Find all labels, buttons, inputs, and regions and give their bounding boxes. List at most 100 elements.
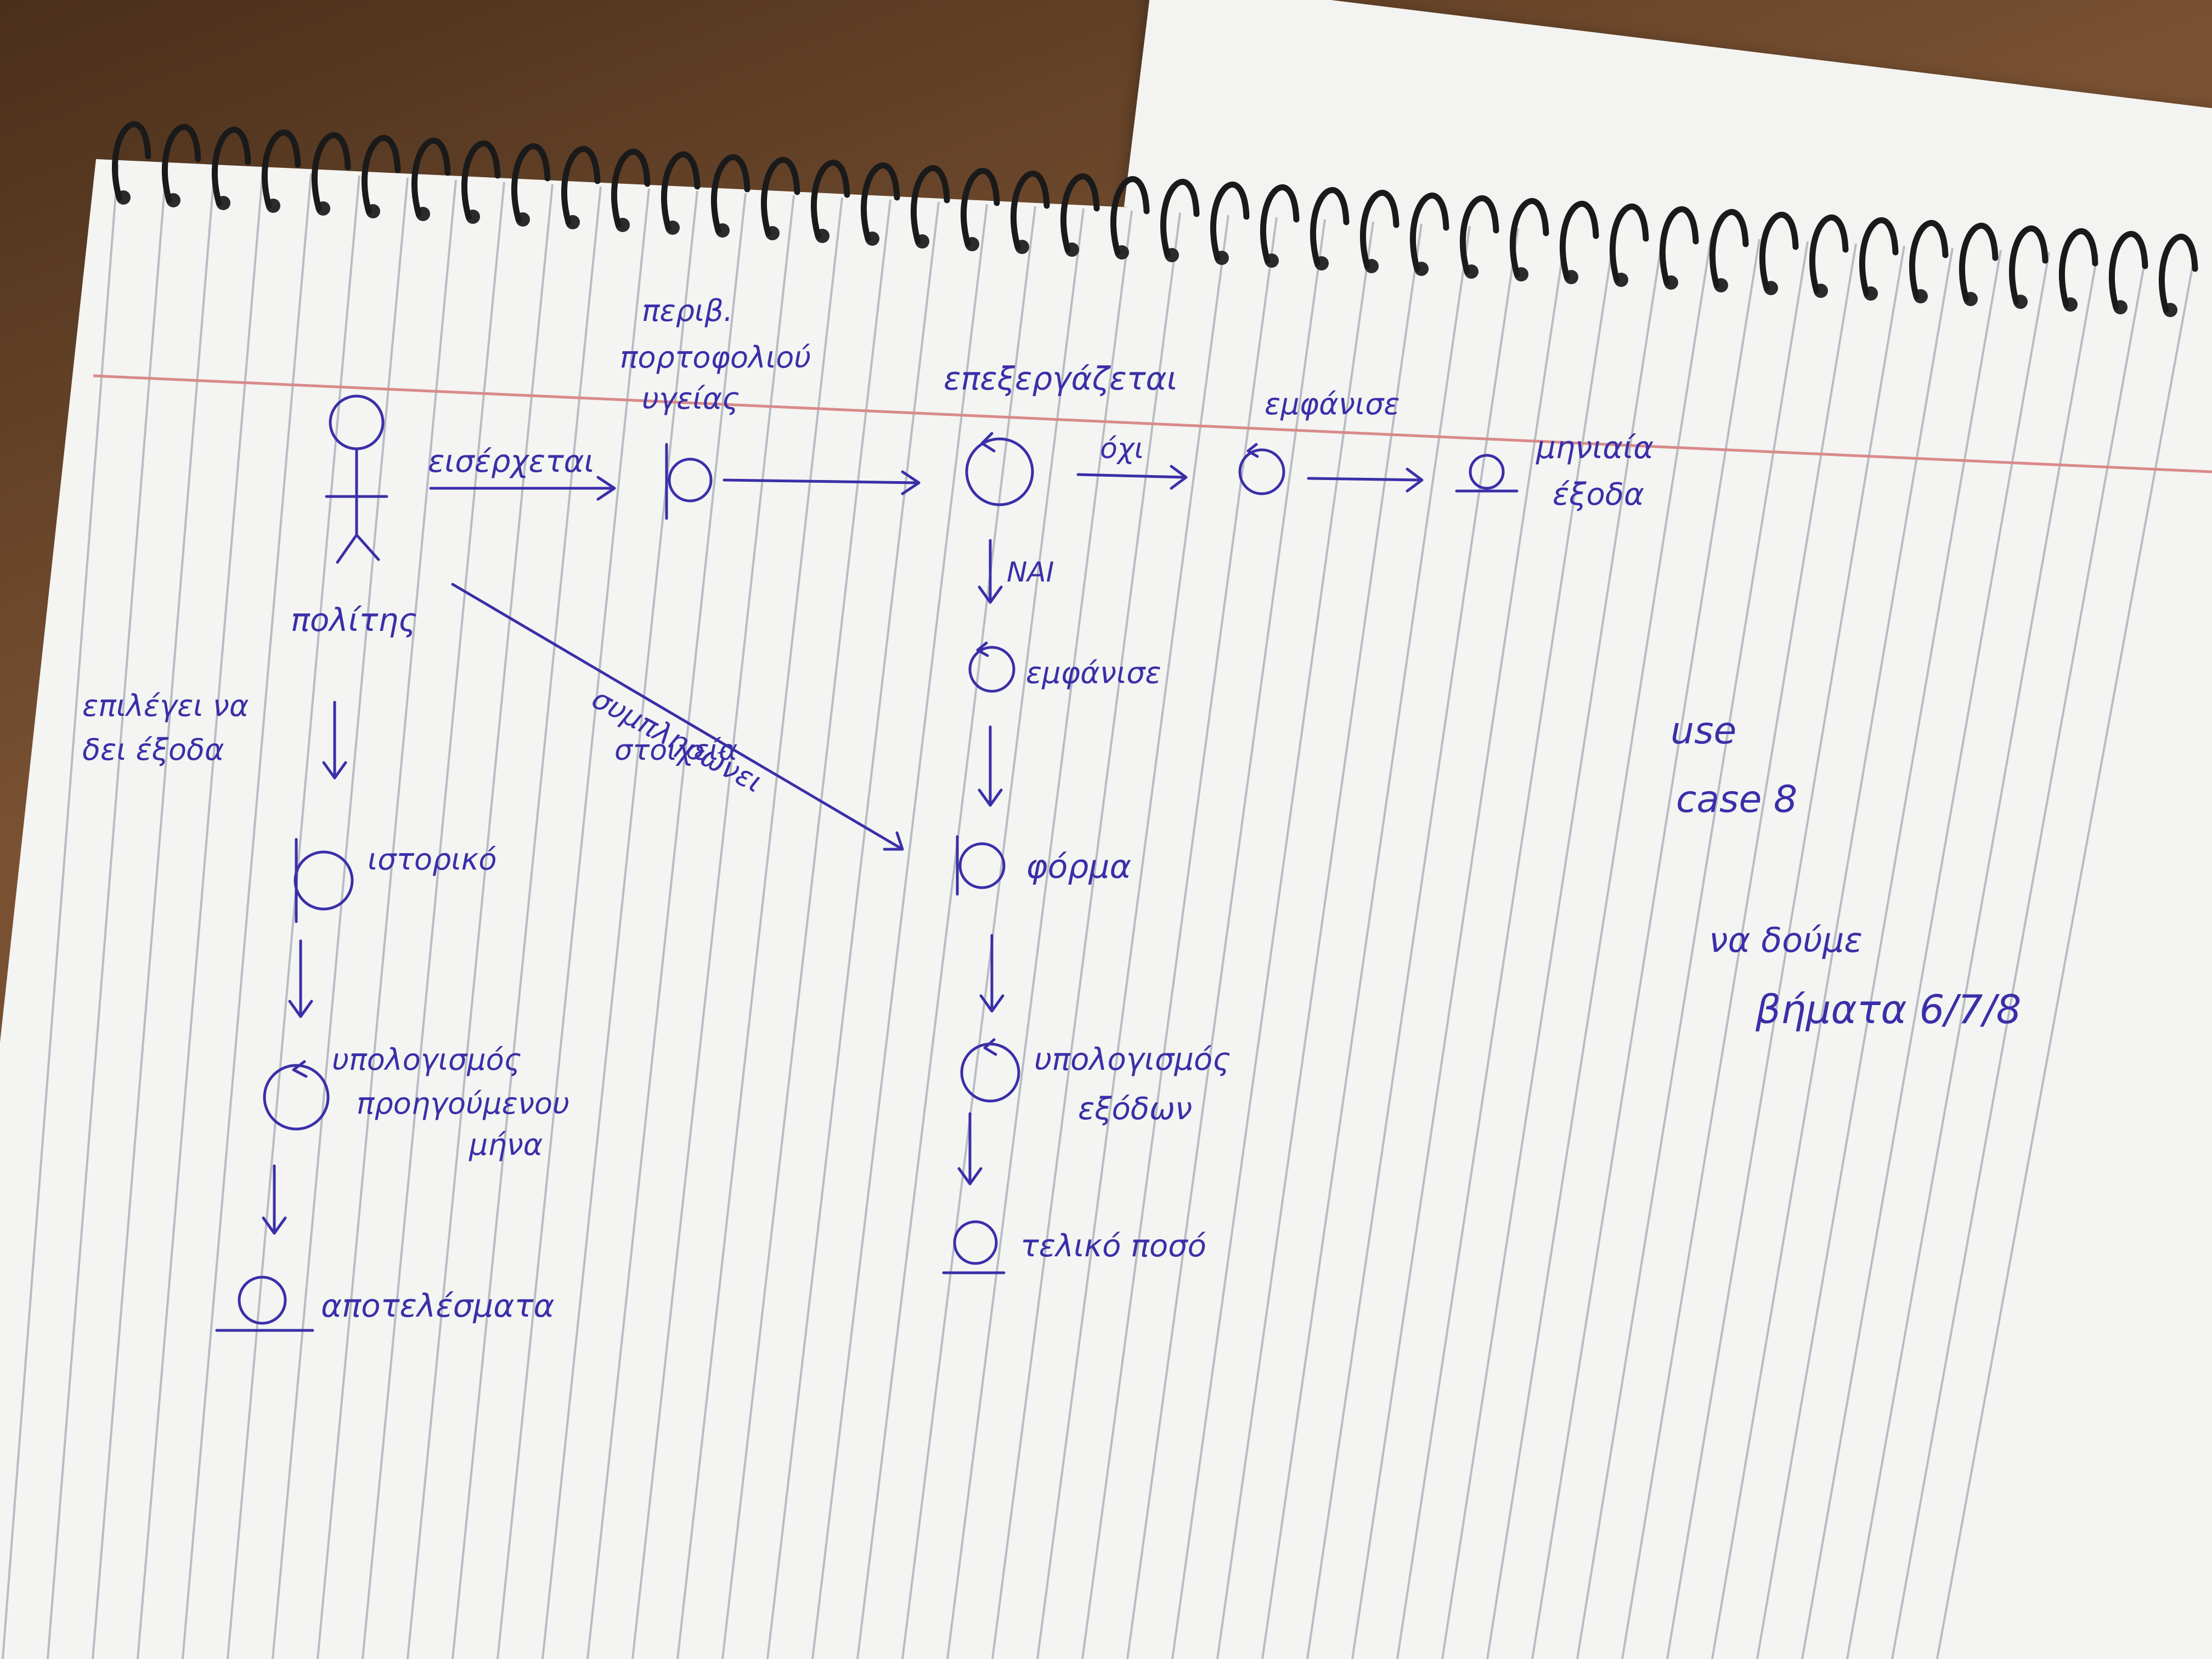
rule-line <box>272 177 409 1659</box>
portfolio-to-process-arrow <box>723 470 921 495</box>
spiral-coil <box>760 157 800 236</box>
rule-line <box>1216 223 1423 1659</box>
spiral-coil <box>2108 231 2148 311</box>
rule-line <box>1756 250 2002 1659</box>
yes-label: ΝΑΙ <box>1007 556 1054 588</box>
rule-line <box>1891 256 2147 1659</box>
spiral-coil <box>111 121 151 201</box>
enters-label: εισέρχεται <box>428 444 595 479</box>
spiral-coil <box>161 124 201 204</box>
process-label: επεξεργάζεται <box>944 360 1177 397</box>
spiral-coil <box>2058 228 2098 308</box>
rule-line <box>1531 239 1760 1659</box>
rule-line <box>47 166 167 1659</box>
rule-line <box>317 179 457 1659</box>
form-to-calc-arrow <box>979 934 1005 1013</box>
rule-line <box>1666 245 1905 1659</box>
spiral-coil <box>1210 182 1250 261</box>
no-label: όχι <box>1100 432 1144 465</box>
history-label: ιστορικό <box>368 842 496 877</box>
spiral-coil <box>710 154 751 234</box>
results-label: αποτελέσματα <box>321 1287 555 1324</box>
rule-line <box>137 171 264 1659</box>
enters-arrow <box>429 476 616 501</box>
spiral-coil <box>1659 206 1699 286</box>
monthly-line1: μηνιαία <box>1536 430 1654 466</box>
form-label: φόρμα <box>1026 848 1131 886</box>
actor-label: πολίτης <box>291 601 417 639</box>
boundary-form-icon <box>956 835 1006 896</box>
spiral-coil <box>1160 179 1200 258</box>
choose-arrow <box>322 701 347 780</box>
calc-prev-line3: μήνα <box>469 1127 543 1162</box>
spiral-coil <box>1110 176 1150 256</box>
rule-line <box>946 210 1133 1659</box>
rule-line <box>1621 243 1857 1659</box>
rule-line <box>1036 215 1229 1659</box>
spiral-coil <box>311 132 351 212</box>
boundary-portfolio-line3: υγείας <box>642 381 740 416</box>
rule-line <box>496 188 650 1659</box>
spiral-coil <box>1859 217 1899 297</box>
spiral-coil <box>1010 171 1050 250</box>
calc-expenses-line2: εξόδων <box>1078 1091 1192 1127</box>
boundary-portfolio-line1: περιβ. <box>642 294 733 328</box>
see-steps-line1: να δούμε <box>1709 920 1863 960</box>
fills-line2: στοιχεία <box>614 734 737 767</box>
boundary-portfolio-line2: πορτοφολιού <box>620 340 811 375</box>
use-case-line1: use <box>1671 709 1736 753</box>
calc-to-final-arrow <box>957 1112 983 1186</box>
rule-line <box>766 201 940 1659</box>
history-to-calc-arrow <box>288 939 313 1018</box>
margin-line <box>93 374 2212 473</box>
control-show-mid-icon <box>968 641 1015 693</box>
notebook-sheet <box>0 159 2212 1659</box>
spiral-coil <box>461 140 501 220</box>
spiral-coil <box>1559 201 1599 280</box>
rule-line <box>1441 234 1664 1659</box>
spiral-coil <box>960 168 1000 247</box>
spiral-coil <box>611 149 651 228</box>
rule-line <box>227 175 360 1659</box>
calc-prev-line2: προηγούμενου <box>357 1086 569 1121</box>
rule-line <box>182 173 312 1659</box>
spiral-coil <box>661 151 701 231</box>
show-mid-label: εμφάνισε <box>1026 656 1161 690</box>
show-to-monthly-arrow <box>1307 467 1424 493</box>
spiral-binding <box>111 121 2198 317</box>
calc-to-results-arrow <box>262 1164 287 1235</box>
rule-line <box>721 199 891 1659</box>
rule-line <box>856 206 1036 1659</box>
rule-line <box>92 168 216 1659</box>
choose-line1: επιλέγει να <box>82 689 249 723</box>
calc-prev-line1: υπολογισμός <box>332 1042 521 1077</box>
spiral-coil <box>411 138 451 217</box>
show-to-form-arrow <box>978 725 1003 807</box>
rule-line <box>901 208 1085 1659</box>
boundary-history-icon <box>294 838 354 923</box>
rule-line <box>991 212 1181 1659</box>
actor-stick-figure <box>325 394 388 564</box>
spiral-coil <box>1509 198 1549 278</box>
rule-line <box>1306 228 1519 1659</box>
rule-line <box>1846 254 2098 1659</box>
control-process-icon <box>965 432 1034 506</box>
rule-line <box>1126 219 1326 1659</box>
rule-line <box>541 190 698 1659</box>
control-calc-prev-icon <box>263 1060 330 1131</box>
rule-line <box>452 186 602 1659</box>
spiral-coil <box>1060 173 1100 253</box>
spiral-coil <box>2158 234 2198 313</box>
choose-line2: δει έξοδα <box>82 732 224 767</box>
entity-monthly-expenses-icon <box>1455 454 1519 493</box>
spiral-coil <box>910 165 950 245</box>
spiral-coil <box>810 160 850 239</box>
rule-line <box>1486 236 1712 1659</box>
rule-line <box>586 193 747 1659</box>
calc-expenses-line1: υπολογισμός <box>1034 1042 1231 1077</box>
rule-line <box>1576 241 1809 1659</box>
spiral-coil <box>1709 209 1749 289</box>
show-top-label: εμφάνισε <box>1265 387 1400 421</box>
rule-line <box>1936 258 2195 1659</box>
